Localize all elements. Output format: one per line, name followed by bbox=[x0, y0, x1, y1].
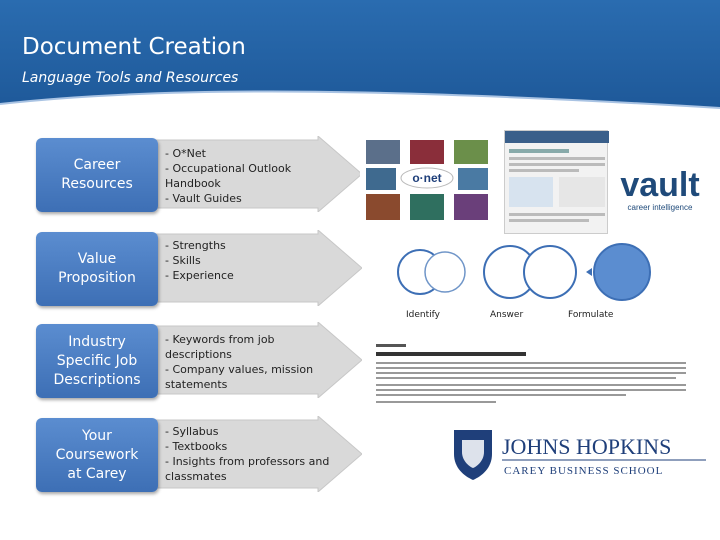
industry-descriptions-box: Industry Specific Job Descriptions bbox=[36, 324, 158, 398]
coursework-list: - Syllabus - Textbooks - Insights from p… bbox=[165, 424, 340, 484]
list-item: - Vault Guides bbox=[165, 192, 242, 205]
onet-collage-image: o·net bbox=[360, 130, 494, 234]
list-item: - Experience bbox=[165, 269, 234, 282]
value-proposition-list: - Strengths - Skills - Experience bbox=[165, 238, 340, 283]
svg-text:JOHNS HOPKINS: JOHNS HOPKINS bbox=[502, 434, 671, 459]
coursework-box: Your Coursework at Carey bbox=[36, 418, 158, 492]
process-circles bbox=[397, 243, 651, 301]
slide-header: Document Creation Language Tools and Res… bbox=[0, 0, 720, 120]
website-mockup bbox=[505, 131, 609, 222]
svg-text:career intelligence: career intelligence bbox=[628, 203, 693, 212]
row-arrow-value bbox=[140, 230, 362, 306]
vault-logo: vault career intelligence bbox=[620, 166, 699, 212]
formulate-label: Formulate bbox=[568, 310, 614, 320]
svg-text:vault: vault bbox=[620, 166, 699, 204]
career-resources-list: - O*Net - Occupational Outlook Handbook … bbox=[165, 146, 340, 206]
header-wave bbox=[0, 90, 720, 120]
value-proposition-box: Value Proposition bbox=[36, 232, 158, 306]
svg-text:CAREY BUSINESS SCHOOL: CAREY BUSINESS SCHOOL bbox=[504, 465, 663, 477]
list-item: - Strengths bbox=[165, 239, 226, 252]
row-arrow-coursework bbox=[140, 416, 362, 492]
slide-subtitle: Language Tools and Resources bbox=[22, 70, 239, 86]
list-item: - Insights from professors and classmate… bbox=[165, 455, 330, 483]
svg-text:o·net: o·net bbox=[412, 171, 441, 185]
list-item: - Skills bbox=[165, 254, 201, 267]
list-item: - Keywords from job descriptions bbox=[165, 333, 275, 361]
list-item: - O*Net bbox=[165, 147, 206, 160]
row-arrow-industry bbox=[140, 322, 362, 398]
career-resources-box: Career Resources bbox=[36, 138, 158, 212]
process-diagram: Identify Answer Formulate bbox=[380, 240, 710, 325]
answer-label: Answer bbox=[490, 310, 524, 320]
list-item: - Syllabus bbox=[165, 425, 219, 438]
job-description-image bbox=[370, 340, 692, 410]
jhu-logo: JOHNS HOPKINS CAREY BUSINESS SCHOOL bbox=[454, 430, 706, 480]
website-screenshot-image bbox=[504, 130, 609, 234]
list-item: - Occupational Outlook Handbook bbox=[165, 162, 292, 190]
industry-descriptions-list: - Keywords from job descriptions - Compa… bbox=[165, 332, 340, 392]
identify-label: Identify bbox=[406, 310, 440, 320]
slide-title: Document Creation bbox=[22, 34, 246, 60]
row-arrow-career bbox=[140, 136, 362, 212]
list-item: - Company values, mission statements bbox=[165, 363, 314, 391]
list-item: - Textbooks bbox=[165, 440, 228, 453]
